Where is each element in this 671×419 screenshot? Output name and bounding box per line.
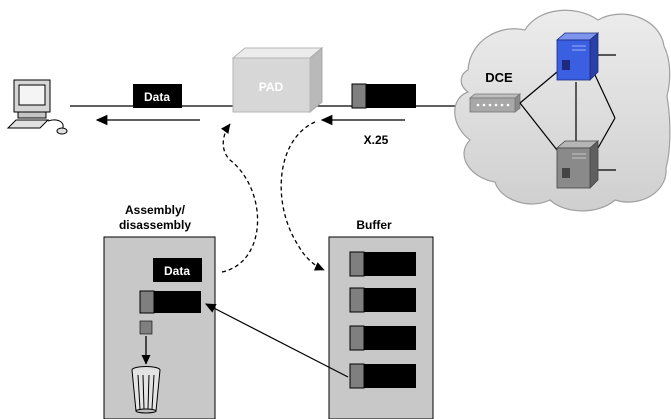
dce-modem-icon [468,93,522,113]
data-packet-top-label: Data [144,90,170,104]
buffer-packet [349,325,416,351]
buffer-packet [349,287,416,313]
network-links [519,54,616,171]
x25-packet [351,83,416,109]
pad-label: PAD [259,80,284,94]
switch-icon [555,32,600,81]
dashed-arrow-to-pad [220,123,259,273]
trash-can-icon [131,366,161,414]
x25-packet-assembly [139,290,201,314]
pad-device-icon: PAD [231,46,324,114]
arrow-buffer-to-assembly [204,303,349,378]
buffer-packet [349,251,416,277]
cloud-icon [454,9,671,212]
switch-icon [555,140,600,189]
assembly-label-line1: Assembly/ [125,203,186,217]
dce-label: DCE [485,70,513,85]
dashed-arrow-to-buffer [280,121,325,271]
x25-label: X.25 [364,133,389,147]
data-packet-top: Data [133,84,182,108]
assembly-label-line2: disassembly [119,218,191,232]
data-packet-assembly: Data [153,258,202,282]
buffer-label: Buffer [356,218,392,232]
computer-icon [6,79,68,135]
header-fragment [139,320,153,335]
buffer-packet [349,363,416,389]
data-packet-assembly-label: Data [164,264,190,278]
